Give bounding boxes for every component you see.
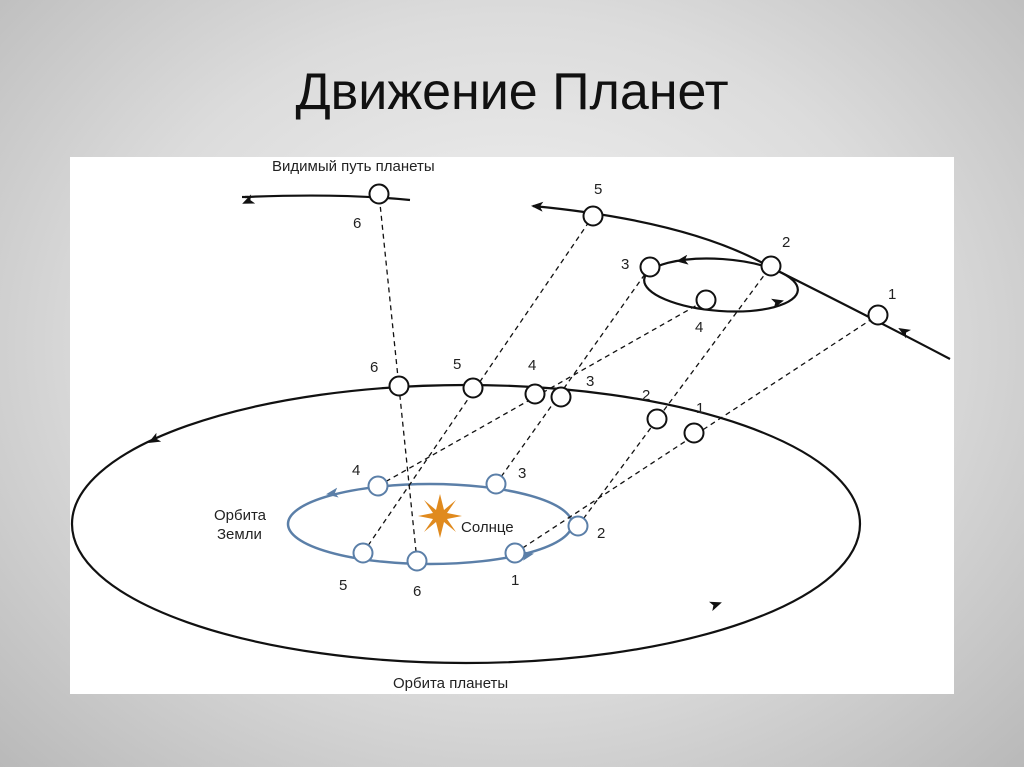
planet-point-2	[646, 408, 668, 430]
diagram-panel: 1 2 3 4 5 6 1 2 3 4 5 6 1 2 3 4 5 6 Види…	[70, 157, 954, 694]
earth-label-3: 3	[518, 465, 526, 482]
earth-label-5: 5	[339, 577, 347, 594]
sun-label: Солнце	[461, 519, 514, 536]
apparent-label-1: 1	[888, 286, 896, 303]
apparent-point-4	[695, 289, 717, 311]
slide-title: Движение Планет	[295, 63, 729, 121]
apparent-point-6	[368, 183, 390, 205]
planet-label-3: 3	[586, 373, 594, 390]
apparent-path-label: Видимый путь планеты	[272, 158, 435, 175]
planet-point-3	[550, 386, 572, 408]
earth-orbit-label-line1: Орбита	[214, 507, 267, 524]
earth-orbit-label-line2: Земли	[217, 526, 262, 543]
planet-point-5	[462, 377, 484, 399]
planet-label-4: 4	[528, 357, 536, 374]
planet-label-5: 5	[453, 356, 461, 373]
apparent-label-6: 6	[353, 215, 361, 232]
apparent-point-2	[760, 255, 782, 277]
sight-line-2	[577, 265, 772, 527]
earth-point-6	[406, 550, 428, 572]
earth-point-4	[367, 475, 389, 497]
sun-icon	[418, 494, 462, 538]
earth-orbit-points	[352, 473, 589, 572]
planet-orbit-arrow-bottom	[708, 601, 722, 612]
earth-label-1: 1	[511, 572, 519, 589]
apparent-point-5	[582, 205, 604, 227]
earth-label-6: 6	[413, 583, 421, 600]
earth-point-5	[352, 542, 374, 564]
earth-point-1	[504, 542, 526, 564]
apparent-point-3	[639, 256, 661, 278]
apparent-label-2: 2	[782, 234, 790, 251]
apparent-path-lower-arrow	[898, 327, 912, 339]
planet-point-1	[683, 422, 705, 444]
planet-label-2: 2	[642, 387, 650, 404]
apparent-point-1	[867, 304, 889, 326]
earth-label-2: 2	[597, 525, 605, 542]
sight-line-3	[495, 266, 651, 485]
earth-label-4: 4	[352, 462, 360, 479]
planet-point-4	[524, 383, 546, 405]
planet-point-6	[388, 375, 410, 397]
apparent-path-points	[368, 183, 889, 326]
planet-orbit-points	[388, 375, 705, 444]
retrograde-loop	[643, 257, 799, 313]
earth-point-2	[567, 515, 589, 537]
planet-label-1: 1	[696, 400, 704, 417]
planet-label-6: 6	[370, 359, 378, 376]
planet-orbit-label: Орбита планеты	[393, 675, 508, 692]
apparent-path-left	[244, 194, 411, 202]
apparent-label-4: 4	[695, 319, 703, 336]
earth-point-3	[485, 473, 507, 495]
planet-motion-diagram: 1 2 3 4 5 6 1 2 3 4 5 6 1 2 3 4 5 6 Види…	[70, 158, 951, 692]
apparent-label-3: 3	[621, 256, 629, 273]
apparent-label-5: 5	[594, 181, 602, 198]
apparent-path-right	[532, 204, 951, 360]
